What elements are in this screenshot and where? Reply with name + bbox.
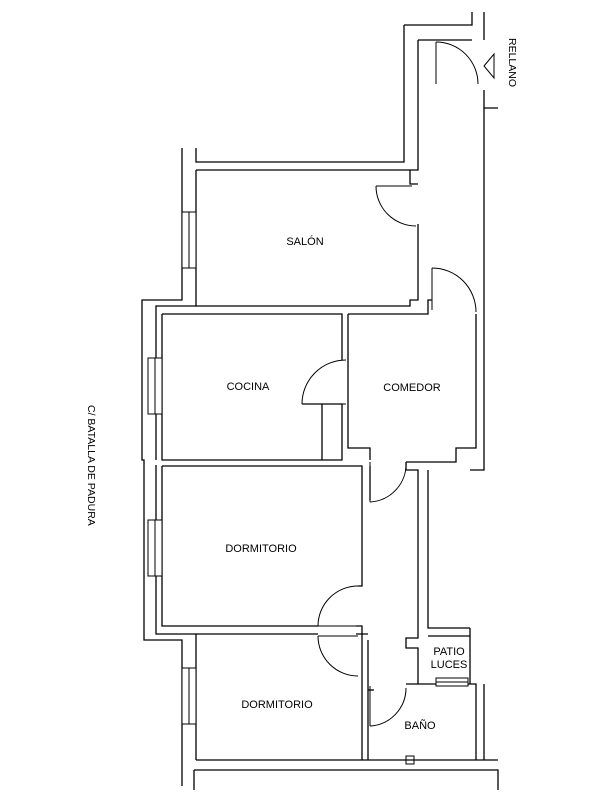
street-label: C/ BATALLA DE PADURA	[85, 405, 97, 526]
doors	[301, 41, 479, 727]
patio-label-line2: LUCES	[431, 659, 468, 671]
room-label-comedor: COMEDOR	[383, 382, 441, 394]
entrance-arrow-icon	[483, 52, 495, 80]
cocina-door	[301, 359, 347, 405]
room-label-dormitorio-2: DORMITORIO	[241, 699, 313, 711]
room-label-bano: BAÑO	[404, 719, 436, 732]
windows	[147, 211, 469, 725]
bano-door	[369, 686, 407, 727]
entrance-door	[435, 41, 479, 85]
salon-door	[375, 185, 417, 227]
patio-label-line1: PATIO	[433, 646, 465, 658]
room-label-cocina: COCINA	[227, 381, 270, 393]
landing-label: RELLANO	[506, 38, 518, 87]
hall-door	[369, 461, 407, 503]
room-label-salon: SALÓN	[286, 235, 323, 248]
walls	[141, 12, 499, 790]
room-label-dormitorio-1: DORMITORIO	[225, 543, 297, 555]
dormitorio-1-door	[317, 585, 359, 627]
dormitorio-2-door	[317, 635, 359, 677]
comedor-door	[431, 267, 477, 313]
